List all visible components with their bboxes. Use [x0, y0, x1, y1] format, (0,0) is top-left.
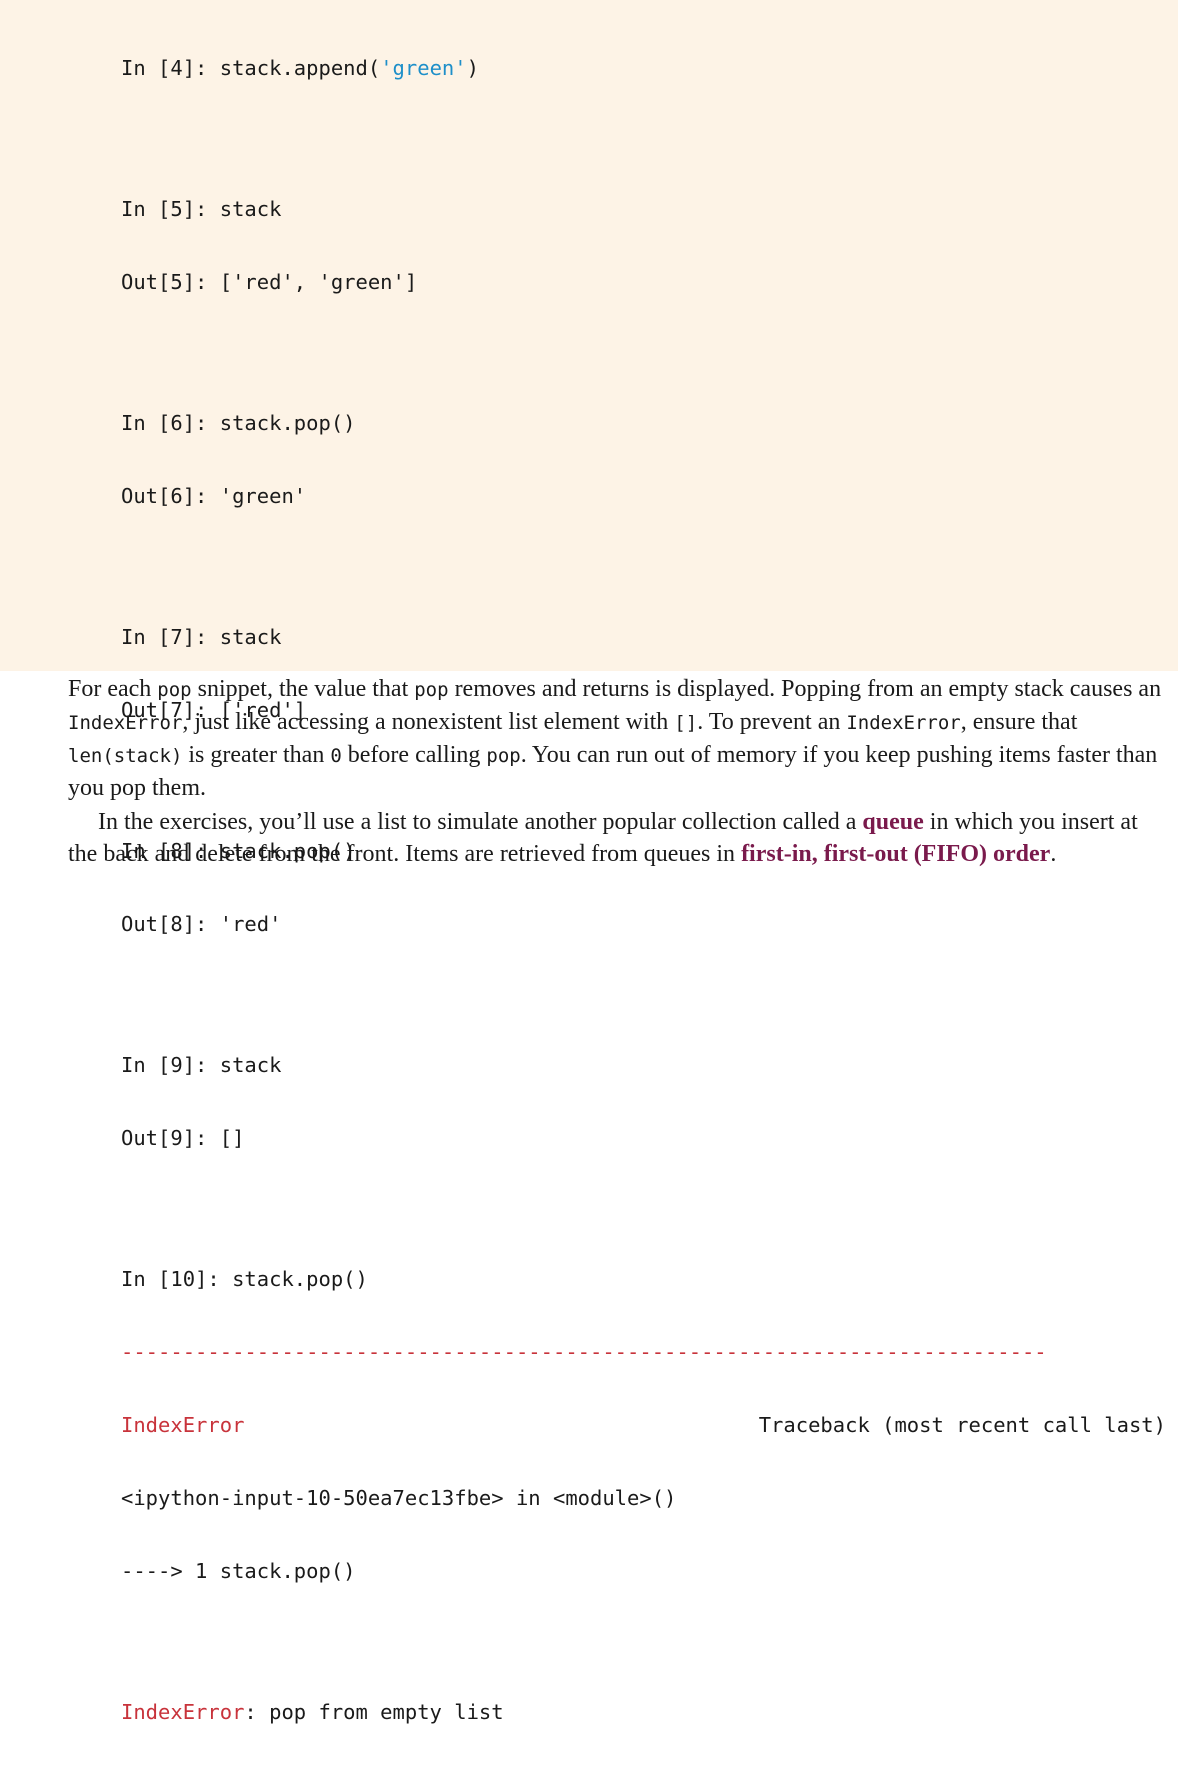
final-error-message: : pop from empty list — [244, 1700, 504, 1724]
final-error-name: IndexError — [121, 1700, 245, 1724]
traceback-header: Traceback (most recent call last) — [758, 1413, 1166, 1437]
in4-code: stack.append( — [219, 56, 381, 80]
inline-code-indexerror: IndexError — [846, 712, 961, 734]
traceback-header-row: IndexError Traceback (most recent call la… — [121, 1413, 1166, 1438]
key-term-queue: queue — [862, 809, 924, 835]
body-text: For each pop snippet, the value that pop… — [68, 673, 1168, 870]
code-line-in10: In [10]: stack.pop() — [121, 1267, 368, 1291]
inline-code-len-stack: len(stack) — [68, 745, 183, 767]
code-line-out8: Out[8]: 'red' — [121, 912, 282, 936]
code-line-out7: Out[7]: ['red'] — [121, 698, 307, 722]
code-line-in8: In [8]: stack.pop() — [121, 839, 356, 863]
paragraph-2: In the exercises, you’ll use a list to s… — [68, 809, 1138, 867]
traceback-arrow-line: ----> 1 stack.pop() — [121, 1559, 356, 1583]
code-line-out5: Out[5]: ['red', 'green'] — [121, 270, 418, 294]
ipython-session: In [4]: stack.append('green') In [5]: st… — [121, 8, 1166, 1773]
in4-prompt: In [4]: — [121, 56, 220, 80]
traceback-separator: ----------------------------------------… — [121, 1340, 1047, 1364]
code-line-in5: In [5]: stack — [121, 197, 282, 221]
key-term-fifo: first-in, first-out (FIFO) order — [741, 841, 1051, 867]
in4-close: ) — [466, 56, 479, 80]
inline-code-zero: 0 — [330, 745, 342, 767]
inline-code-brackets: [] — [674, 712, 698, 734]
traceback-location: <ipython-input-10-50ea7ec13fbe> in <modu… — [121, 1486, 677, 1510]
code-line-in9: In [9]: stack — [121, 1053, 282, 1077]
in4-string: 'green' — [380, 56, 467, 80]
traceback-error-name: IndexError — [121, 1413, 245, 1437]
inline-code-pop: pop — [414, 679, 449, 701]
paragraph-1: For each pop snippet, the value that pop… — [68, 676, 1162, 801]
inline-code-pop: pop — [157, 679, 192, 701]
code-line-out6: Out[6]: 'green' — [121, 484, 307, 508]
code-line-out9: Out[9]: [] — [121, 1126, 245, 1150]
code-line-in4: In [4]: stack.append('green') — [121, 56, 1166, 81]
inline-code-pop: pop — [486, 745, 521, 767]
code-line-in7: In [7]: stack — [121, 625, 282, 649]
code-line-in6: In [6]: stack.pop() — [121, 411, 356, 435]
inline-code-indexerror: IndexError — [68, 712, 183, 734]
final-error-line: IndexError: pop from empty list — [121, 1700, 1166, 1725]
code-listing: In [4]: stack.append('green') In [5]: st… — [0, 0, 1178, 1724]
